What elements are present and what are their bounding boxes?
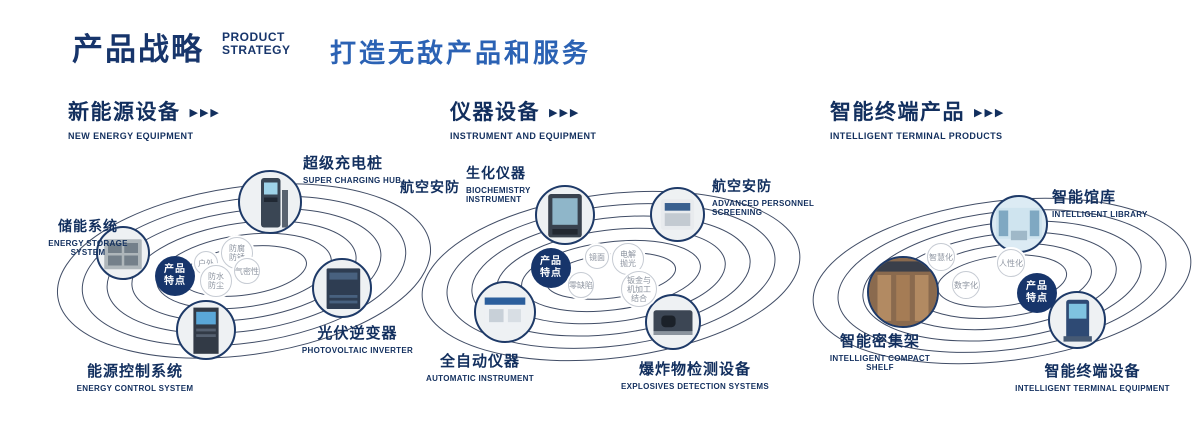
product-name: 超级充电桩 [303,155,384,172]
section-head-new-energy: 新能源设备 ▶▶▶ NEW ENERGY EQUIPMENT [68,96,221,141]
section-title: 智能终端产品 [830,101,965,124]
product-name: 储能系统 [58,218,118,234]
product-circle-energy-control [176,300,236,360]
feature-bubble: 智慧化 [927,243,955,271]
product-name-en: SUPER CHARGING HUB [303,176,402,185]
energy-control-image [193,307,219,354]
product-name-en: PHOTOVOLTAIC INVERTER [301,346,414,355]
feature-bubble: 零缺陷 [568,272,594,298]
feature-badge-label: 产品特点 [540,256,562,279]
feature-badge-label: 产品特点 [164,264,186,287]
product-name: 全自动仪器 [439,353,520,370]
product-circle-super-charger [238,170,302,234]
personnel-screening-image [660,199,695,230]
tagline: 打造无敌产品和服务 [330,38,592,68]
product-label-aviation-security: 航空安防 [400,177,480,197]
product-label-automatic-instrument: 全自动仪器 AUTOMATIC INSTRUMENT [410,350,550,383]
feature-badge: 产品特点 [155,256,195,296]
page-title: 产品战略 [72,32,204,67]
section-head-instruments: 仪器设备 ▶▶▶ INSTRUMENT AND EQUIPMENT [450,96,596,141]
product-circle-automatic-instrument [474,281,536,343]
product-name: 航空安防 [712,178,772,194]
feature-bubble: 气密性 [234,258,260,284]
product-label-pv-inverter: 光伏逆变器 PHOTOVOLTAIC INVERTER [295,322,420,355]
product-name: 航空安防 [400,179,460,195]
product-label-compact-shelf: 智能密集架 INTELLIGENT COMPACT SHELF [815,330,945,372]
product-circle-personnel-screening [650,187,705,242]
feature-bubble: 防水防尘 [200,265,232,297]
page-title-en-line2: STRATEGY [222,43,291,57]
product-label-intelligent-library: 智能馆库 INTELLIGENT LIBRARY [1052,186,1172,219]
page-title-en-line1: PRODUCT [222,30,285,44]
product-label-energy-storage: 储能系统 ENERGY STORAGE SYSTEM [38,216,138,257]
product-circle-intelligent-terminal [1048,291,1106,349]
automatic-instrument-image [484,297,526,330]
triple-arrow-icon: ▶▶▶ [974,106,1006,119]
compact-shelf-image [869,258,937,326]
section-title: 新能源设备 [68,101,181,124]
section-subtitle: INTELLIGENT TERMINAL PRODUCTS [830,131,1003,141]
product-label-explosives-detection: 爆炸物检测设备 EXPLOSIVES DETECTION SYSTEMS [615,358,775,391]
product-circle-compact-shelf [867,256,939,328]
intelligent-library-image [996,207,1042,241]
feature-bubble: 镜面 [585,245,609,269]
triple-arrow-icon: ▶▶▶ [549,106,581,119]
product-label-biochemistry: 生化仪器 BIOCHEMISTRY INSTRUMENT [466,163,581,204]
product-label-super-charger: 超级充电桩 SUPER CHARGING HUB [303,152,433,185]
product-name: 智能终端设备 [1044,363,1141,380]
product-circle-energy-storage [96,226,150,280]
product-name-en: BIOCHEMISTRY INSTRUMENT [466,186,531,204]
feature-bubble: 人性化 [997,249,1025,277]
product-name: 智能密集架 [839,333,920,350]
super-charger-image [261,178,288,228]
feature-bubble: 钣金与机加工结合 [621,271,657,307]
biochemistry-instrument-image [548,194,582,238]
product-name: 能源控制系统 [86,363,183,380]
section-head-intelligent-terminal: 智能终端产品 ▶▶▶ INTELLIGENT TERMINAL PRODUCTS [830,96,1005,141]
triple-arrow-icon: ▶▶▶ [189,106,221,119]
product-name: 生化仪器 [466,165,526,181]
orbit-rings-new-energy [56,183,432,359]
product-label-intelligent-terminal: 智能终端设备 INTELLIGENT TERMINAL EQUIPMENT [1010,360,1175,393]
feature-badge-label: 产品特点 [1026,281,1048,304]
section-title: 仪器设备 [450,101,540,124]
pv-inverter-image [326,268,361,309]
intelligent-terminal-image [1063,299,1092,342]
product-name: 爆炸物检测设备 [638,361,751,378]
product-name-en: AUTOMATIC INSTRUMENT [426,374,534,383]
product-circle-explosives-detection [645,294,701,350]
product-label-energy-control: 能源控制系统 ENERGY CONTROL SYSTEM [70,360,200,393]
feature-badge: 产品特点 [1017,273,1057,313]
energy-storage-image [104,239,142,270]
feature-badge: 产品特点 [531,248,571,288]
product-name-en: ADVANCED PERSONNEL SCREENING [712,199,815,217]
feature-bubble: 数字化 [952,271,980,299]
section-subtitle: INSTRUMENT AND EQUIPMENT [450,131,597,141]
product-name-en: INTELLIGENT TERMINAL EQUIPMENT [1015,384,1170,393]
product-label-personnel-screening: 航空安防 ADVANCED PERSONNEL SCREENING [712,176,817,217]
explosives-detection-image [653,310,693,335]
page-title-en: PRODUCT STRATEGY [222,31,290,57]
product-circle-biochemistry [535,185,595,245]
product-name-en: ENERGY STORAGE SYSTEM [48,239,128,257]
product-name-en: ENERGY CONTROL SYSTEM [76,384,194,393]
product-circle-intelligent-library [990,195,1048,253]
section-subtitle: NEW ENERGY EQUIPMENT [68,131,194,141]
product-name-en: EXPLOSIVES DETECTION SYSTEMS [621,382,769,391]
product-circle-pv-inverter [312,258,372,318]
product-name: 智能馆库 [1052,189,1117,206]
product-name-en: INTELLIGENT COMPACT SHELF [829,354,931,372]
product-name: 光伏逆变器 [317,325,398,342]
product-name-en: INTELLIGENT LIBRARY [1052,210,1148,219]
